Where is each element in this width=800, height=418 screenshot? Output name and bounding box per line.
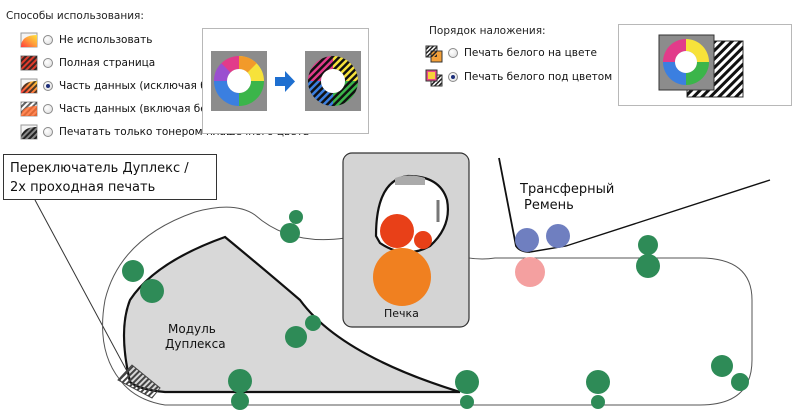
roller xyxy=(591,395,605,409)
belt-label-line1: Трансферный xyxy=(520,182,615,197)
color-ring-icon xyxy=(663,39,709,85)
roller xyxy=(455,370,479,394)
usage-option-label: Не использовать xyxy=(59,34,153,46)
usage-option-full-page[interactable]: Полная страница xyxy=(20,53,155,73)
heat-roller-red xyxy=(380,214,414,248)
usage-option-label: Часть данных (исключая белый) xyxy=(59,80,240,92)
white-under-color-icon xyxy=(425,69,443,87)
white-on-color-icon xyxy=(425,45,443,63)
striped-full-swatch-icon xyxy=(20,55,38,71)
roller xyxy=(460,395,474,409)
usage-option-data-incl-white[interactable]: Часть данных (включая белый) xyxy=(20,99,233,119)
roller xyxy=(731,373,749,391)
usage-option-none[interactable]: Не использовать xyxy=(20,30,152,50)
belt-roller-pink xyxy=(515,257,545,287)
duplex-switch xyxy=(117,364,161,399)
belt-roller-blue-right xyxy=(546,224,570,248)
usage-option-label: Часть данных (включая белый) xyxy=(59,103,233,115)
usage-radio-data-incl-white[interactable] xyxy=(43,104,53,114)
right-arrow-icon xyxy=(275,71,295,92)
roller xyxy=(636,254,660,278)
heat-roller-large xyxy=(373,248,431,306)
roller xyxy=(140,279,164,303)
overlay-radio-white-under-color[interactable] xyxy=(448,72,458,82)
usage-preview-graphic xyxy=(211,51,361,111)
callout-pointer-line xyxy=(34,199,129,374)
overlay-option-white-under-color[interactable]: Печать белого под цветом xyxy=(425,67,612,87)
usage-option-data-excl-white[interactable]: Часть данных (исключая белый) xyxy=(20,76,239,96)
color-ring-icon xyxy=(213,55,264,106)
paper-path-loop xyxy=(102,206,753,406)
roller xyxy=(285,326,307,348)
gray-striped-swatch-icon xyxy=(20,124,38,140)
callout-line-2: 2х проходная печать xyxy=(10,180,156,195)
belt-roller-blue-left xyxy=(515,228,539,252)
rollers xyxy=(122,210,749,410)
usage-option-label: Полная страница xyxy=(59,57,156,69)
usage-radio-full-page[interactable] xyxy=(43,58,53,68)
overlay-option-white-on-color[interactable]: Печать белого на цвете xyxy=(425,43,597,63)
overlay-option-label: Печать белого под цветом xyxy=(464,71,613,83)
roller xyxy=(231,392,249,410)
roller xyxy=(711,355,733,377)
belt-label-line2: Ремень xyxy=(524,198,574,213)
overlay-option-label: Печать белого на цвете xyxy=(464,47,597,59)
duplex-switch-callout: Переключатель Дуплекс / 2х проходная печ… xyxy=(3,154,217,200)
roller xyxy=(228,369,252,393)
oven-label: Печка xyxy=(384,307,419,320)
overlay-preview-panel xyxy=(618,24,792,106)
callout-line-1: Переключатель Дуплекс / xyxy=(10,161,189,176)
striped-partial-swatch-icon xyxy=(20,101,38,117)
roller xyxy=(638,235,658,255)
usage-group-title: Способы использования: xyxy=(6,10,144,22)
roller xyxy=(280,223,300,243)
duplex-module xyxy=(122,235,461,394)
roller xyxy=(289,210,303,224)
striped-ring-icon xyxy=(307,56,358,106)
duplex-label-line1: Модуль xyxy=(168,322,216,336)
gradient-swatch-icon xyxy=(20,32,38,48)
usage-radio-data-excl-white[interactable] xyxy=(43,81,53,91)
overlay-preview-graphic xyxy=(658,34,744,98)
roller xyxy=(586,370,610,394)
overlay-group-title: Порядок наложения: xyxy=(429,25,546,37)
usage-preview-panel xyxy=(202,28,369,134)
roller xyxy=(305,315,321,331)
heat-roller-small xyxy=(414,231,432,249)
overlay-radio-white-on-color[interactable] xyxy=(448,48,458,58)
roller xyxy=(122,260,144,282)
striped-gradient-swatch-icon xyxy=(20,78,38,94)
usage-radio-none[interactable] xyxy=(43,35,53,45)
usage-radio-spot-only[interactable] xyxy=(43,127,53,137)
duplex-label-line2: Дуплекса xyxy=(165,337,226,351)
transfer-belt-right-line xyxy=(529,179,771,253)
